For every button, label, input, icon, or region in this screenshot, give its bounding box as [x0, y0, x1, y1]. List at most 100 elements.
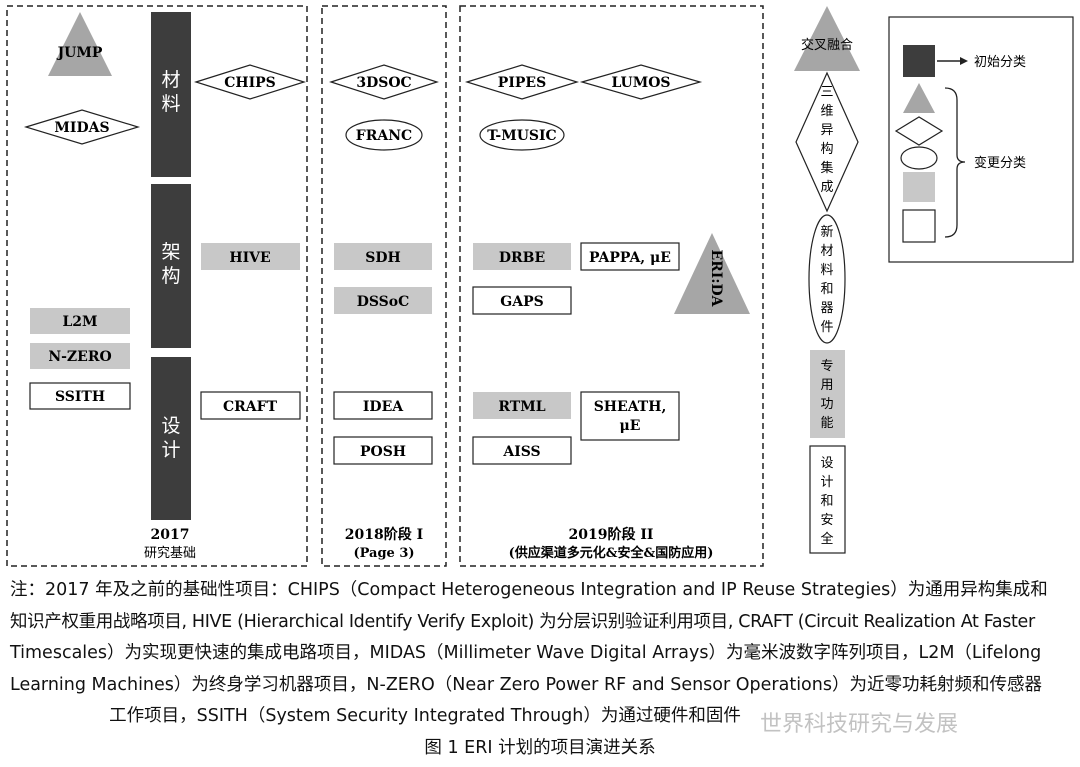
side-newmat-char: 件	[820, 320, 833, 335]
legend-triangle	[903, 83, 935, 113]
category-bar-architecture	[151, 184, 191, 348]
program-chips: CHIPS	[224, 75, 276, 91]
program-chips-diamond	[194, 64, 306, 100]
section-2019-year: 2019阶段 II	[569, 526, 654, 543]
side-hetero-char: 集	[820, 160, 833, 176]
footnote-line: 知识产权重用战略项目, HIVE (Hierarchical Identify …	[10, 611, 1035, 632]
legend-changed-label: 变更分类	[974, 155, 1026, 171]
program-3dsoc-diamond	[329, 64, 439, 100]
program-eriida: ERI:DA	[708, 249, 724, 307]
side-special-char: 功	[820, 397, 833, 412]
program-sdh: SDH	[365, 250, 400, 266]
watermark-text: 世界科技研究与发展	[760, 712, 959, 737]
legend-diamond	[894, 116, 944, 146]
program-idea: IDEA	[363, 399, 404, 415]
program-sheath-box	[580, 391, 680, 441]
side-hetero-diamond	[795, 71, 859, 213]
program-dssoc-box	[334, 287, 432, 314]
side-newmat-char: 器	[820, 301, 833, 316]
program-pappa-box	[580, 242, 680, 271]
legend-brace	[944, 87, 966, 238]
section-2017-frame	[6, 5, 308, 567]
section-2019-frame	[459, 5, 764, 567]
side-hetero-char: 构	[820, 142, 833, 157]
category-design-2: 计	[161, 439, 180, 461]
program-nzero-box	[30, 343, 130, 369]
program-franc-ellipse	[345, 119, 423, 151]
category-architecture-1: 架	[161, 241, 180, 263]
program-aiss: AISS	[502, 444, 540, 460]
side-secure-char: 设	[820, 456, 833, 471]
side-newmat-char: 新	[820, 224, 833, 240]
legend-initial-label: 初始分类	[974, 55, 1026, 70]
section-2017-year: 2017	[151, 527, 190, 543]
side-cross-label: 交叉融合	[801, 37, 853, 53]
side-secure-label: 设 计 和 安 全	[820, 456, 833, 547]
legend-ellipse	[900, 146, 938, 170]
program-pipes: PIPES	[498, 75, 546, 91]
side-newmat-char: 和	[820, 282, 833, 297]
category-materials-1: 材	[161, 69, 180, 91]
section-2018-frame	[321, 5, 447, 567]
footnote-line: 注：2017 年及之前的基础性项目：CHIPS（Compact Heteroge…	[10, 580, 1048, 600]
side-newmat-ellipse	[808, 214, 846, 344]
program-l2m-box	[30, 308, 130, 334]
side-hetero-char: 成	[820, 180, 833, 195]
program-sdh-box	[334, 243, 432, 270]
side-special-box	[810, 350, 845, 438]
program-rtml-box	[473, 392, 571, 419]
program-lumos-diamond	[579, 64, 703, 100]
program-drbe: DRBE	[499, 250, 545, 266]
category-design-1: 设	[161, 415, 180, 437]
program-franc: FRANC	[356, 128, 412, 144]
eri-diagram: 材 料 架 构 设 计 JUMP MIDAS CHIPS L2M N-ZERO …	[6, 5, 1074, 567]
side-newmat-char: 料	[820, 263, 833, 278]
category-bar-design	[151, 357, 191, 520]
section-2018-year: 2018阶段 I	[345, 526, 423, 543]
program-craft: CRAFT	[223, 399, 278, 415]
footnote-line: 工作项目，SSITH（System Security Integrated Th…	[109, 706, 741, 726]
section-2017-subtitle: 研究基础	[144, 546, 196, 561]
legend-white-square	[902, 209, 936, 243]
side-hetero-char: 异	[820, 123, 833, 138]
side-hetero-char: 维	[820, 104, 833, 119]
category-architecture-2: 构	[161, 265, 180, 287]
program-midas-diamond	[23, 109, 141, 145]
program-ssith: SSITH	[55, 389, 105, 405]
program-jump-triangle	[48, 12, 112, 76]
program-jump: JUMP	[56, 45, 103, 61]
side-newmat-label: 新 材 料 和 器 件	[820, 224, 833, 335]
program-pappa: PAPPA, μE	[589, 250, 671, 266]
program-sheath-line1: SHEATH,	[594, 399, 667, 415]
side-special-label: 专 用 功 能	[820, 359, 833, 431]
program-gaps: GAPS	[500, 294, 543, 310]
side-special-char: 专	[820, 359, 833, 374]
footnote-line: Learning Machines）为终身学习机器项目，N-ZERO（Near …	[10, 674, 1042, 695]
legend-dark-square	[903, 45, 935, 77]
side-hetero-label: 三 维 异 构 集 成	[820, 85, 833, 195]
side-special-char: 能	[820, 416, 833, 431]
program-nzero: N-ZERO	[48, 349, 111, 365]
program-lumos: LUMOS	[611, 75, 670, 91]
program-posh: POSH	[360, 444, 406, 460]
footnote-line: Timescales）为实现更快速的集成电路项目，MIDAS（Millimete…	[10, 643, 1042, 663]
side-secure-box	[809, 445, 846, 554]
program-gaps-box	[472, 286, 572, 315]
side-secure-char: 全	[820, 531, 833, 547]
side-cross-triangle	[794, 6, 860, 71]
footnote: 注：2017 年及之前的基础性项目：CHIPS（Compact Heteroge…	[0, 575, 1080, 764]
category-bar-materials	[151, 12, 191, 177]
program-sheath-line2: μE	[620, 418, 641, 434]
program-midas: MIDAS	[54, 120, 109, 136]
program-l2m: L2M	[62, 314, 97, 330]
program-eriida-triangle	[674, 233, 750, 314]
program-hive: HIVE	[229, 250, 270, 266]
category-materials-2: 料	[161, 93, 180, 115]
program-craft-box	[200, 391, 301, 420]
section-2018-subtitle: (Page 3)	[353, 546, 414, 561]
program-ssith-box	[29, 382, 131, 410]
side-newmat-char: 材	[820, 244, 833, 259]
program-posh-box	[333, 436, 433, 465]
section-2019-subtitle: (供应渠道多元化&安全&国防应用)	[509, 545, 714, 561]
program-hive-box	[201, 243, 300, 270]
